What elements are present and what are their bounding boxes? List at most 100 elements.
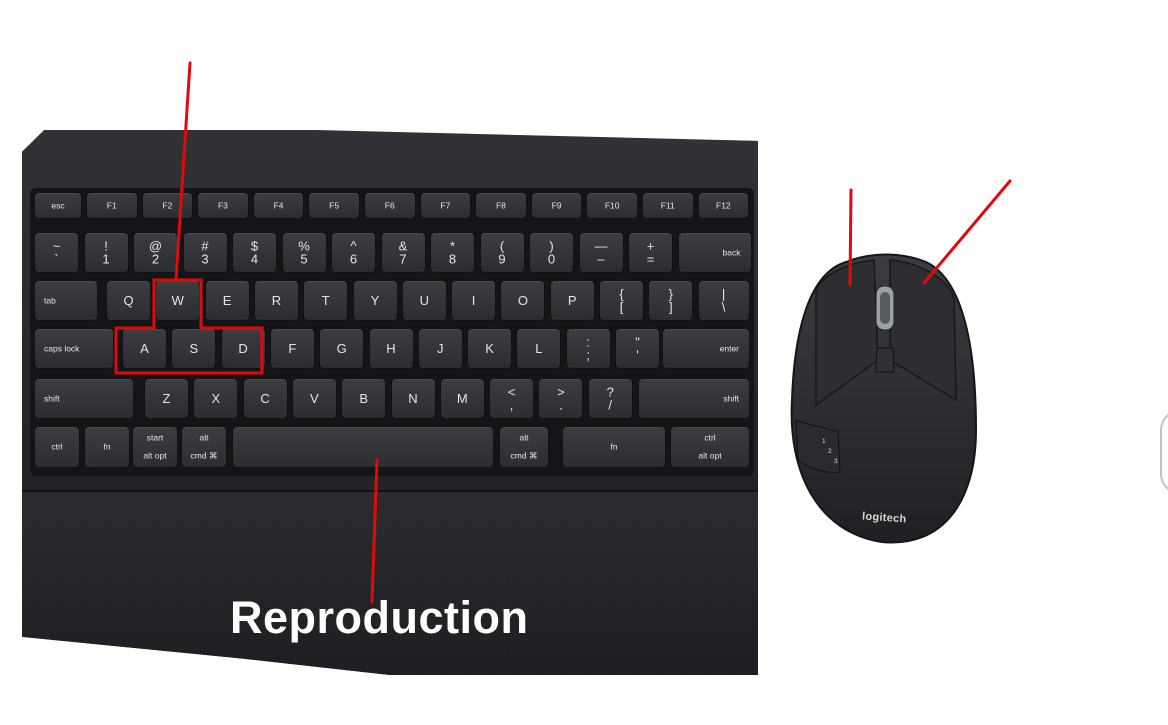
key-top-9-label: O [517, 292, 528, 308]
key-space-row-0[interactable]: ctrl [34, 426, 80, 468]
key-home-12[interactable]: enter [662, 328, 750, 369]
key-num-13[interactable]: back [677, 232, 752, 273]
key-home-12-label: enter [719, 343, 739, 354]
key-home-11[interactable]: " ' [615, 328, 660, 369]
key-home-6-label: H [386, 340, 396, 356]
key-space-row-0-label: ctrl [51, 441, 63, 452]
key-bottom-7-label: M [456, 390, 468, 406]
key-num-10[interactable]: ) 0 [529, 232, 574, 273]
key-f9[interactable]: F9 [530, 192, 583, 219]
key-top-8[interactable]: I [451, 280, 497, 321]
key-space-row-2[interactable]: start alt opt [132, 426, 178, 468]
key-esc[interactable]: esc [34, 192, 82, 219]
key-home-0[interactable]: caps lock [34, 328, 114, 369]
key-space-row-1[interactable]: fn [84, 426, 130, 468]
key-top-13[interactable]: | \ [697, 280, 750, 321]
key-space-row-1-label: fn [103, 441, 111, 452]
key-top-10[interactable]: P [549, 280, 595, 321]
key-f5[interactable]: F5 [308, 192, 360, 219]
left-click-pointer [848, 188, 853, 287]
key-num-5[interactable]: % 5 [281, 232, 327, 273]
key-num-4[interactable]: $ 4 [232, 232, 277, 273]
key-top-1[interactable]: Q [106, 280, 151, 321]
key-home-10[interactable]: : ; [565, 328, 611, 369]
key-f7-label: F7 [440, 200, 451, 211]
key-top-0[interactable]: tab [34, 280, 98, 321]
key-top-5[interactable]: T [303, 280, 349, 321]
key-num-8[interactable]: * 8 [430, 232, 475, 273]
key-num-7[interactable]: & 7 [380, 232, 426, 273]
key-f12-label: F12 [716, 200, 731, 211]
key-num-0[interactable]: ~ ` [34, 232, 79, 273]
key-space-row-7[interactable]: ctrl alt opt [670, 426, 750, 468]
key-top-7[interactable]: U [401, 280, 447, 321]
key-space-row-6[interactable]: fn [562, 426, 666, 468]
key-top-4[interactable]: R [253, 280, 299, 321]
key-f3[interactable]: F3 [197, 192, 249, 219]
key-num-3[interactable]: # 3 [182, 232, 228, 273]
key-bottom-4-label: V [310, 390, 319, 406]
key-bottom-4[interactable]: V [291, 378, 337, 419]
side-button-3-label: 3 [834, 458, 838, 465]
key-home-7[interactable]: J [417, 328, 463, 369]
key-home-8[interactable]: K [467, 328, 513, 369]
key-num-2[interactable]: @ 2 [133, 232, 178, 273]
key-top-8-label: I [471, 292, 476, 308]
key-bottom-10[interactable]: ? / [587, 378, 633, 419]
key-top-12[interactable]: } ] [648, 280, 694, 321]
key-bottom-1-label: Z [162, 390, 171, 406]
key-num-6[interactable]: ^ 6 [331, 232, 376, 273]
key-home-6[interactable]: H [368, 328, 414, 369]
key-bottom-8[interactable]: < , [489, 378, 535, 419]
key-f2[interactable]: F2 [141, 192, 194, 219]
key-f10-label: F10 [604, 200, 620, 211]
key-f9-label: F9 [551, 200, 562, 211]
key-space-row-4[interactable] [232, 426, 494, 468]
key-home-9[interactable]: L [516, 328, 562, 369]
key-home-5[interactable]: G [319, 328, 365, 369]
key-bottom-5[interactable]: B [341, 378, 387, 419]
key-f4[interactable]: F4 [252, 192, 305, 219]
key-f1-label: F1 [106, 200, 117, 211]
key-home-1-label: A [140, 340, 149, 356]
key-bottom-6[interactable]: N [390, 378, 436, 419]
key-top-0-label: tab [44, 295, 56, 306]
key-home-2[interactable]: S [171, 328, 217, 369]
key-bottom-1[interactable]: Z [144, 378, 189, 419]
key-bottom-7[interactable]: M [439, 378, 485, 419]
key-num-13-label: back [722, 247, 741, 258]
key-num-4-label: $ 4 [250, 237, 259, 267]
key-top-7-label: U [419, 292, 429, 308]
key-f8[interactable]: F8 [475, 192, 527, 219]
key-bottom-0[interactable]: shift [34, 378, 134, 419]
key-num-8-label: * 8 [448, 237, 457, 267]
key-num-11-label: — – [594, 237, 608, 267]
key-bottom-3[interactable]: C [242, 378, 288, 419]
key-top-3[interactable]: E [204, 280, 250, 321]
key-top-11[interactable]: { [ [599, 280, 644, 321]
key-top-6[interactable]: Y [352, 280, 398, 321]
side-buttons [795, 419, 841, 473]
key-num-12[interactable]: + = [628, 232, 673, 273]
side-button-labels: 1 2 3 [818, 430, 858, 474]
key-num-9[interactable]: ( 9 [479, 232, 525, 273]
key-f1[interactable]: F1 [86, 192, 138, 219]
key-f6[interactable]: F6 [364, 192, 416, 219]
key-f12[interactable]: F12 [697, 192, 750, 219]
key-home-3[interactable]: D [220, 328, 266, 369]
key-top-1-label: Q [123, 292, 134, 308]
key-space-row-3[interactable]: alt cmd ⌘ [181, 426, 227, 468]
key-bottom-11[interactable]: shift [638, 378, 750, 419]
key-top-9[interactable]: O [500, 280, 546, 321]
key-f10[interactable]: F10 [586, 192, 638, 219]
key-num-11[interactable]: — – [578, 232, 624, 273]
key-space-row-5[interactable]: alt cmd ⌘ [499, 426, 549, 468]
right-click-pointer [922, 179, 1012, 285]
key-num-1[interactable]: ! 1 [83, 232, 129, 273]
key-bottom-2[interactable]: X [193, 378, 239, 419]
key-f7[interactable]: F7 [419, 192, 472, 219]
key-home-4[interactable]: F [269, 328, 315, 369]
key-f11[interactable]: F11 [642, 192, 694, 219]
key-bottom-9[interactable]: > . [538, 378, 584, 419]
key-space-row-3-label: alt cmd ⌘ [190, 432, 218, 461]
